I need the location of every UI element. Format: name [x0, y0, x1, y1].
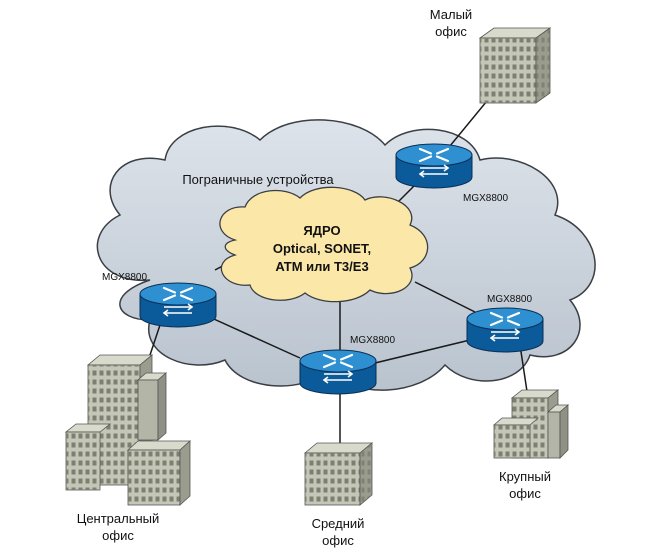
- small-office-label-line2: офис: [435, 24, 467, 39]
- router-top-label: MGX8800: [463, 193, 508, 204]
- core-tech-line2: ATM или T3/E3: [275, 259, 368, 274]
- large-office-label-line1: Крупный: [499, 469, 551, 484]
- large-office-label-line2: офис: [509, 486, 541, 501]
- central-office-label-line1: Центральный: [77, 511, 160, 526]
- small-office-building-icon: [478, 27, 552, 104]
- router-left-label: MGX8800: [102, 272, 147, 283]
- medium-office-label-line1: Средний: [312, 516, 365, 531]
- link-core-right-router: [414, 281, 476, 313]
- central-office-label-line2: офис: [102, 528, 134, 543]
- edge-devices-label: Пограничные устройства: [182, 172, 334, 187]
- router-top-icon: [395, 143, 473, 189]
- link-middle-right-router: [374, 339, 471, 364]
- router-right-icon: [466, 307, 544, 353]
- router-middle-icon: [299, 349, 377, 395]
- large-office-building-icon: [492, 389, 570, 459]
- medium-office-building-icon: [303, 442, 374, 506]
- routers: [139, 143, 544, 395]
- central-office-building-icon: [64, 354, 192, 506]
- router-middle-label: MGX8800: [350, 335, 395, 346]
- core-title: ЯДРО: [303, 223, 340, 238]
- link-left-middle-router: [204, 314, 301, 359]
- core-cloud: [219, 186, 429, 303]
- link-right-router-large-office: [519, 344, 529, 399]
- router-left-icon: [139, 282, 217, 328]
- router-right-label: MGX8800: [487, 294, 532, 305]
- medium-office-label-line2: офис: [322, 533, 354, 548]
- small-office-label-line1: Малый: [430, 7, 472, 22]
- core-tech-line1: Optical, SONET,: [273, 241, 371, 256]
